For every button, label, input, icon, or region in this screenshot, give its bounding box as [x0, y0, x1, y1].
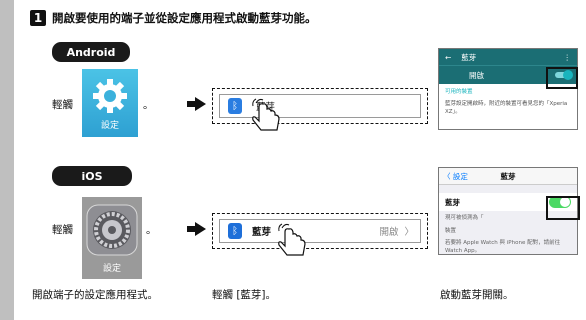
caption-enable-bluetooth: 啟動藍芽開關。 [440, 289, 514, 301]
android-screen-title: 藍芽 [461, 52, 477, 62]
chevron-right-icon: 〉 [404, 227, 414, 238]
ios-label: iOS [52, 166, 132, 186]
ios-visible-as-text: 現可被偵測為「 [445, 215, 484, 221]
hand-tap-icon [278, 223, 306, 256]
step-header: 1 開啟要使用的端子並從設定應用程式啟動藍芽功能。 [30, 10, 317, 26]
ios-bluetooth-row-value: 開啟 [379, 227, 399, 238]
step-number: 1 [30, 10, 46, 26]
ios-settings-icon[interactable]: 設定 [82, 197, 142, 279]
gear-icon [93, 78, 127, 113]
ios-period: 。 [146, 224, 157, 236]
gear-icon [86, 204, 138, 255]
bluetooth-icon: ᛒ [228, 98, 242, 114]
back-arrow-icon[interactable]: ← [445, 52, 452, 62]
android-visibility-text: 藍芽設定開啟時，附近的裝置可看見您的「Xperia XZ」。 [445, 101, 568, 115]
android-toggle-label: 開啟 [469, 70, 484, 80]
bluetooth-toggle-switch[interactable] [549, 196, 571, 208]
available-devices-header: 可用的裝置 [445, 89, 473, 95]
caption-tap-bluetooth: 輕觸 [藍芽]。 [212, 289, 277, 301]
android-settings-icon[interactable]: 設定 [82, 69, 138, 137]
ios-toggle-row[interactable]: 藍芽 [439, 193, 577, 211]
android-screen-header: ← 藍芽 ⋮ [439, 49, 577, 65]
android-toggle-row[interactable]: 開啟 [439, 65, 577, 84]
ios-bluetooth-row-label: 藍芽 [252, 227, 272, 238]
ios-bluetooth-row[interactable]: ᛒ 藍芽 開啟 〉 [219, 219, 421, 243]
bluetooth-icon: ᛒ [228, 223, 242, 239]
arrow-right-icon [187, 97, 206, 111]
android-screen: ← 藍芽 ⋮ 開啟 可用的裝置 藍芽設定開啟時，附近的裝置可看見您的「Xperi… [438, 48, 578, 130]
ios-devices-header: 裝置 [445, 228, 457, 234]
android-label: Android [52, 42, 130, 62]
ios-pair-text: 若要將 Apple Watch 與 iPhone 配對，請前往 Watch Ap… [445, 240, 561, 254]
toggle-highlight [546, 67, 578, 89]
arrow-right-icon [187, 222, 206, 236]
android-tap-text: 輕觸 [52, 99, 73, 111]
ios-back-button[interactable]: 〈 設定 [443, 171, 468, 181]
bluetooth-toggle-switch[interactable] [555, 70, 573, 80]
ios-settings-icon-label: 設定 [102, 263, 121, 274]
hand-tap-icon [252, 98, 280, 131]
ios-bluetooth-box: ᛒ 藍芽 開啟 〉 [212, 213, 428, 256]
ios-toggle-label: 藍芽 [445, 197, 460, 207]
toggle-highlight [546, 196, 580, 220]
android-settings-icon-label: 設定 [100, 120, 119, 131]
android-period: 。 [143, 99, 154, 111]
ios-tap-text: 輕觸 [52, 224, 73, 236]
android-bluetooth-box: ᛒ 藍芽 [212, 88, 428, 131]
caption-open-settings: 開啟端子的設定應用程式。 [32, 289, 158, 301]
ios-screen-header: 〈 設定 藍芽 [439, 168, 577, 185]
more-menu-icon[interactable]: ⋮ [563, 52, 572, 62]
step-title: 開啟要使用的端子並從設定應用程式啟動藍芽功能。 [52, 11, 317, 25]
